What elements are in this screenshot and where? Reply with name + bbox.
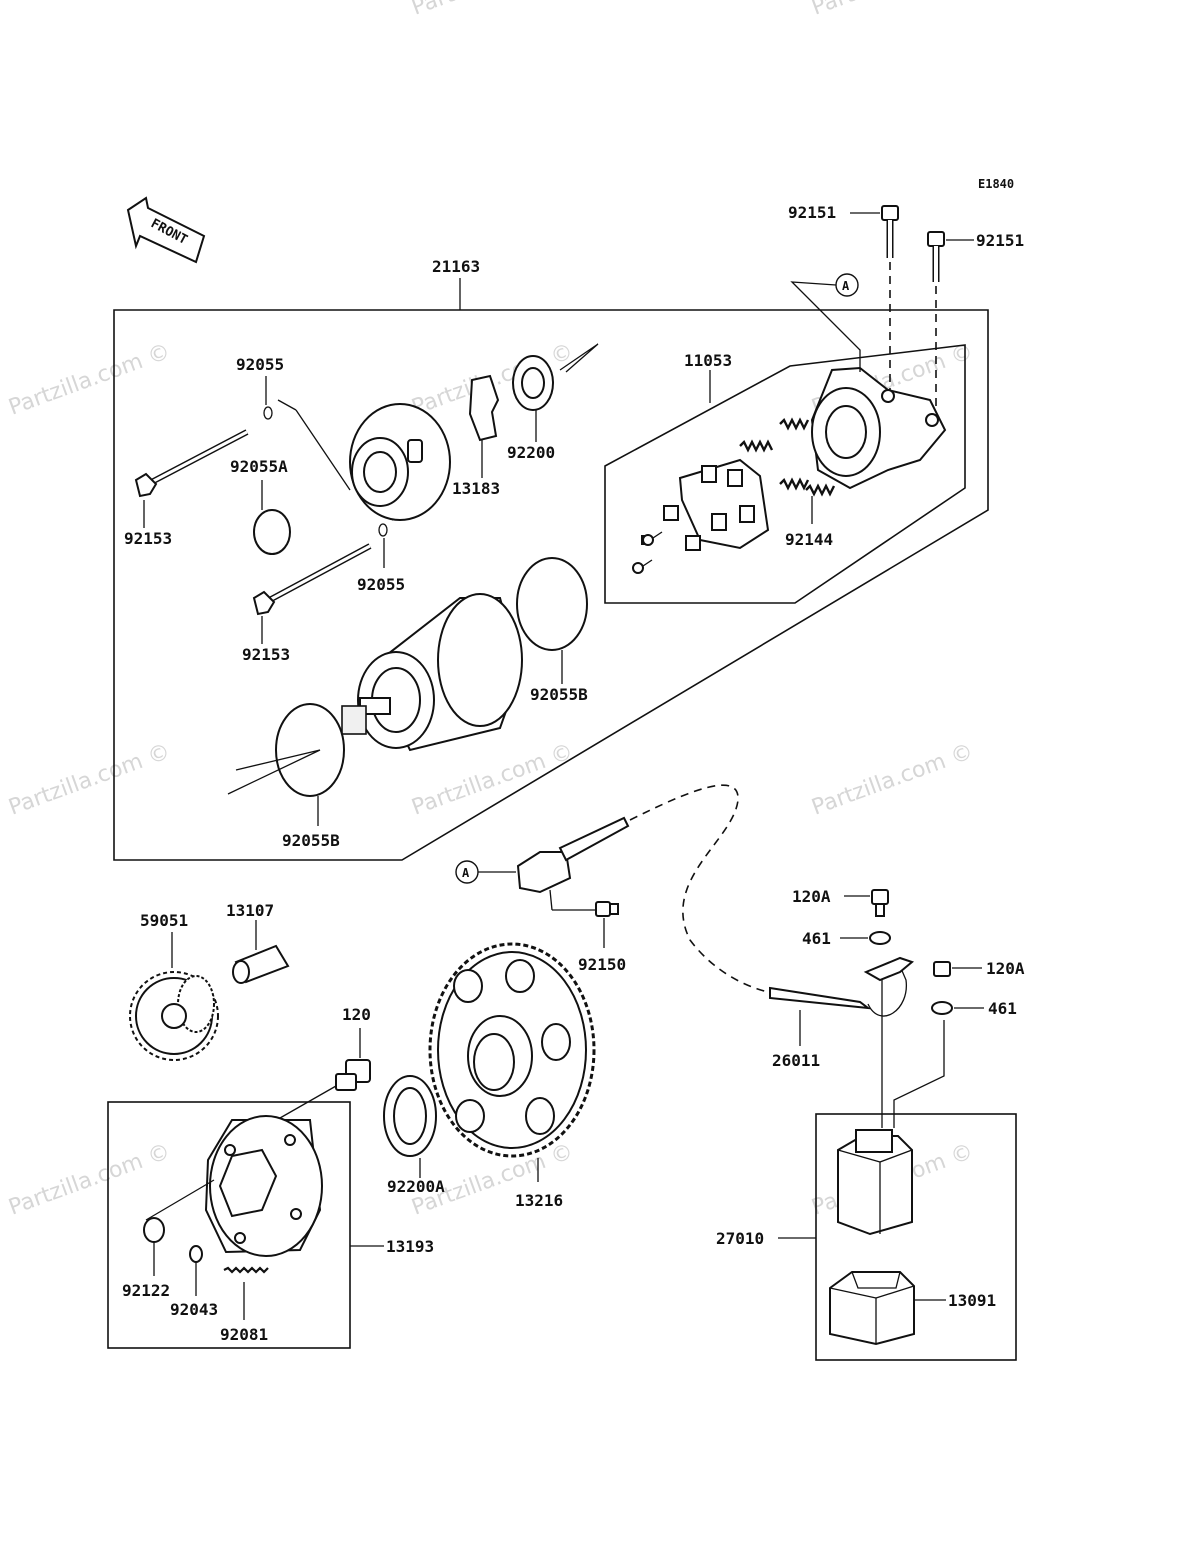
label-13193: 13193 [386, 1237, 434, 1256]
callout-label: A [462, 866, 470, 880]
label-92200: 92200 [507, 443, 555, 462]
watermark: Partzilla.com © [809, 739, 977, 821]
label-92151-right: 92151 [976, 231, 1024, 250]
label-27010: 27010 [716, 1229, 764, 1248]
o-ring [263, 406, 273, 420]
label-13091: 13091 [948, 1291, 996, 1310]
o-ring [275, 703, 345, 797]
callout-a-top: A [790, 273, 861, 372]
label-92055-top: 92055 [236, 355, 284, 374]
label-120A-bottom: 120A [986, 959, 1025, 978]
label-92151-left: 92151 [788, 203, 836, 222]
label-92144: 92144 [785, 530, 833, 549]
label-120: 120 [342, 1005, 371, 1024]
label-92081: 92081 [220, 1325, 268, 1344]
lock-plate: 13183 [452, 374, 500, 498]
label-92055A: 92055A [230, 457, 288, 476]
label-92153-bottom: 92153 [242, 645, 290, 664]
label-11053: 11053 [684, 351, 732, 370]
label-13183: 13183 [452, 479, 500, 498]
starter-clutch-gear: 13216 [428, 942, 596, 1210]
starter-cable: A 26011 92150 [455, 784, 915, 1070]
end-cover [810, 366, 947, 490]
label-92055-bottom: 92055 [357, 575, 405, 594]
diagram-code: E1840 [978, 177, 1014, 191]
o-ring [378, 523, 388, 537]
o-ring [516, 557, 588, 651]
starter-clutch-assembly: 13193 92122 92043 92081 [107, 1101, 434, 1349]
label-92122: 92122 [122, 1281, 170, 1300]
idle-gear: 59051 [129, 911, 219, 1061]
label-92200A: 92200A [387, 1177, 445, 1196]
motor-yoke [341, 593, 523, 752]
label-13107: 13107 [226, 901, 274, 920]
watermark: Partzilla.com © [409, 739, 577, 821]
front-cover [277, 399, 451, 521]
washer-92200A: 92200A [383, 1075, 445, 1196]
through-bolt: 92153 [242, 543, 372, 664]
bolt-120: 120 [279, 1005, 371, 1119]
brush-springs: 92144 [739, 417, 836, 549]
watermark: Partzilla.com © [6, 1139, 174, 1221]
label-92150: 92150 [578, 955, 626, 974]
watermark: Partzilla.com © [409, 0, 577, 21]
label-92055B-right: 92055B [530, 685, 588, 704]
watermark: Partzilla.com © [6, 339, 174, 421]
starter-motor-assembly: 21163 11053 92153 92153 92055 92055 [113, 257, 989, 861]
label-59051: 59051 [140, 911, 188, 930]
mounting-bolts: 92151 92151 [788, 203, 1024, 412]
watermark: Partzilla.com © [6, 739, 174, 821]
starter-relay-assembly: 27010 120A 120A 461 461 13091 [716, 887, 1025, 1361]
label-92043: 92043 [170, 1300, 218, 1319]
front-arrow: FRONT [126, 196, 206, 264]
label-92153-top: 92153 [124, 529, 172, 548]
through-bolt: 92153 [124, 429, 249, 548]
washer: 92200 [507, 343, 599, 462]
label-120A-top: 120A [792, 887, 831, 906]
brush-plate [632, 458, 770, 574]
label-461-bottom: 461 [988, 999, 1017, 1018]
callout-label: A [842, 279, 850, 293]
label-26011: 26011 [772, 1051, 820, 1070]
label-92055B-left: 92055B [282, 831, 340, 850]
label-461-top: 461 [802, 929, 831, 948]
o-ring [253, 509, 291, 555]
idle-shaft: 13107 [226, 901, 290, 984]
watermark: Partzilla.com © [809, 0, 977, 21]
label-13216: 13216 [515, 1191, 563, 1210]
label-21163: 21163 [432, 257, 480, 276]
